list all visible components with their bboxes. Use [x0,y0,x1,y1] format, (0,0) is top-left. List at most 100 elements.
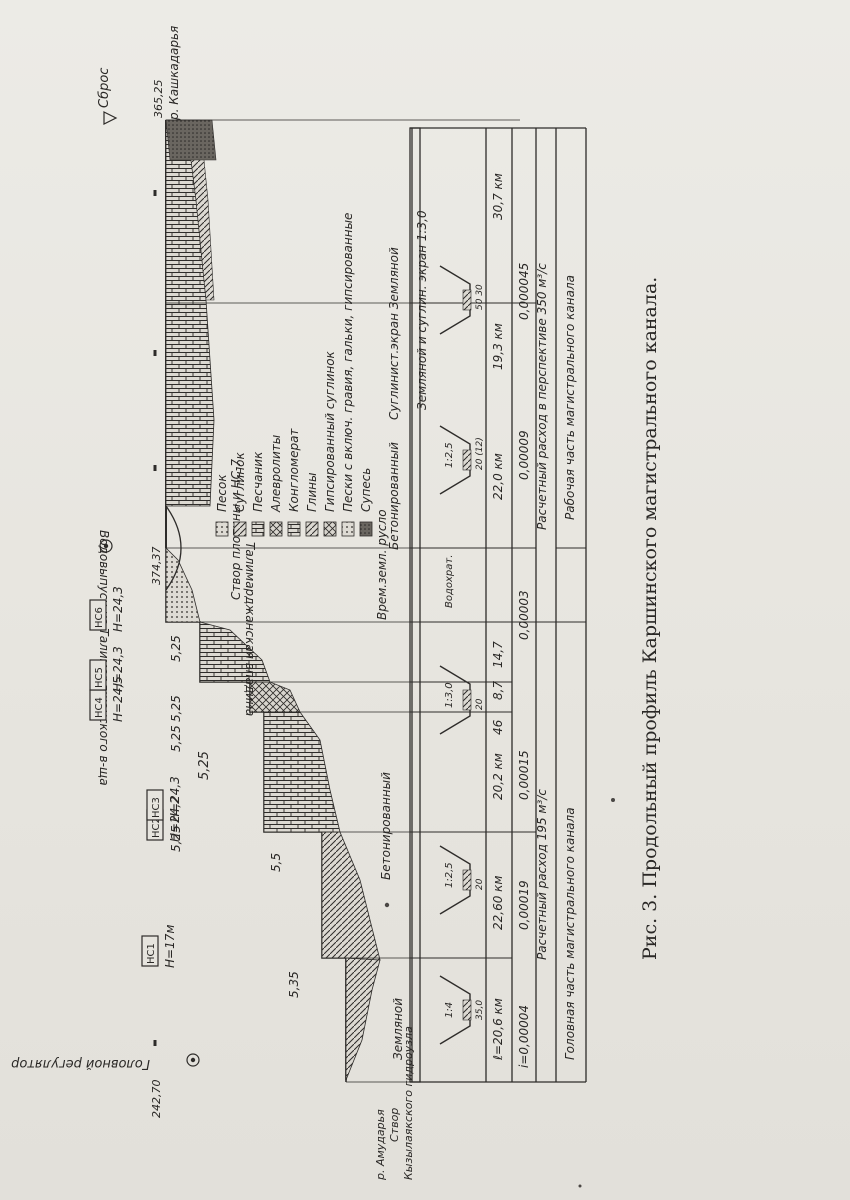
speck [578,1184,582,1188]
section-slope: 1:2,5 [444,862,455,888]
pump-station-id: НС1 [146,943,157,964]
cross-section: Водохрат. [444,555,455,608]
part-right: Рабочая часть магистрального канала [563,275,577,520]
section-bottom: 20 (12) [475,437,485,470]
flow-right: Расчетный расход в перспективе 350 м³/с [535,263,549,530]
legend: Песок Суглинок Песчаник Алевролиты Конгломер… [215,213,373,537]
legend-swatch [233,521,247,537]
legend-label: Суглинок [233,452,247,512]
legend-label: Супесь [359,468,373,512]
cross-section-bottom [462,289,472,311]
legend-item: Пески с включ. гравия, гальки, гипсирова… [341,213,355,537]
profile-body: 5,25 Створ плотины и НС-7 Талимарджанска… [153,119,520,1083]
geology-sand-gravel [345,957,381,1081]
pump-station-id: НС5 [94,667,105,688]
geology-depression [165,547,201,623]
lining-cell: Врем.земл. русло [375,509,389,620]
river-kashkadarya: р. Кашкадарья [167,26,181,121]
legend-item: Песок [215,474,229,537]
section-bottom: 35,0 [475,1000,485,1020]
pump-station-id: НС6 [94,607,105,628]
pump-station-head: H=24,3 [111,646,125,692]
legend-item: Алевролиты [269,435,283,537]
geology-upper-mix [165,119,215,507]
figure-caption: Рис. 3. Продольный профиль Каршинского м… [639,277,661,960]
head-regulator-label: Головной регулятор [11,1053,200,1071]
lining-cell: Бетонированный [379,772,393,880]
drop-label-1: 5,25 [197,751,212,780]
legend-swatch [215,521,229,537]
river-amudarya: р. Амударья [374,1109,387,1181]
stvor-label: Створ [388,1108,401,1142]
legend-label: Алевролиты [269,435,283,513]
cross-section-bottom [462,449,472,471]
pump-station: НС1 H=17м 5,35 [141,925,301,998]
pump-station-id: НС3 [151,797,162,818]
pump-station-head: H=24,3 [111,586,125,632]
pump-station-head: H=17м [163,925,177,968]
cross-section-bottom [462,999,472,1021]
legend-swatch [305,521,319,537]
section-slope: Земляной и суглин. экран 1:3,0 [415,210,429,410]
slope-cell: 0,00009 [517,430,531,480]
section-bottom: 20 [475,698,485,710]
legend-item: Суглинок [233,452,247,537]
reservoir-outlet-text: Водовыпуск из Талимарджанского в-ща [97,530,111,786]
elevation-start: 242,70 [150,1080,163,1119]
pump-station-drop: 5,25 [169,825,183,852]
speck [384,902,390,908]
legend-label: Пески с включ. гравия, гальки, гипсирова… [341,213,355,512]
section-slope: Водохрат. [444,555,455,608]
length-cell: 30,7 км [491,173,505,220]
discharge-text: Сброс [97,68,112,108]
legend-swatch [269,521,283,537]
slope-cell: 0,00015 [517,750,531,800]
slope-cell: 0,000045 [517,263,531,320]
pump-station-head: H=24,2 [168,796,182,842]
legend-swatch [251,521,265,537]
flow-left: Расчетный расход 195 м³/с [535,789,549,960]
head-regulator-text: Головной регулятор [11,1056,150,1071]
legend-label: Конгломерат [287,428,301,512]
legend-item: Песчаник [251,451,265,537]
discharge-label: Сброс [97,68,118,125]
legend-label: Песок [215,474,229,512]
lining-cell: Бетонированный [387,442,401,550]
pump-station-head: H=24,5 [111,676,125,722]
slope-cell: 0,00019 [517,880,531,930]
length-cell: 22,60 км [491,876,505,930]
section-bottom: 20 [475,878,485,890]
geology-terminal [165,119,217,161]
pump-station-box [89,659,107,691]
pump-station-box [141,935,159,967]
speck [611,798,615,802]
length-cell: ℓ=20,6 км [491,998,505,1061]
section-bottom: 50 30 [475,284,485,310]
legend-label: Глины [305,473,319,512]
geology-sandstone [263,711,341,833]
pump-station-drop: 5,35 [287,971,301,998]
section-slope: 1:4 [444,1002,455,1018]
length-cell: 20,2 км [491,753,505,800]
legend-item: Гипсированный суглинок [323,350,337,537]
legend-label: Песчаник [251,451,265,512]
pump-station-head: H=24,3 [168,776,182,822]
elevation-end: 365,25 [152,80,165,119]
lining-cell: Земляной [391,998,405,1060]
length-cell: 14,7 [491,641,505,668]
cross-section-bottom [462,869,472,891]
pump-station-drop: 5,25 [169,695,183,722]
pump-station-id: НС2 [151,817,162,838]
length-cell: 19,3 км [491,323,505,370]
part-left: Головная часть магистрального канала [563,807,577,1060]
